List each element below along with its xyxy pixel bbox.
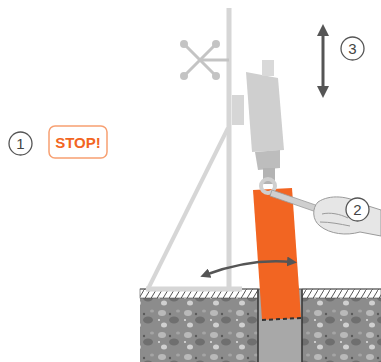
rotation-arrow [205,261,292,275]
stop-box: STOP! [48,125,108,159]
drill-motor [232,60,284,184]
drill-stand [146,8,242,291]
feed-arrow [322,30,325,92]
callout-number: 2 [353,201,361,218]
core-bit [253,188,301,320]
callout-number: 3 [348,40,356,57]
callout-number: 1 [16,135,24,152]
concrete-ground [140,289,381,362]
callout-number: 3 [340,36,365,61]
callout-number: 1 [8,131,33,156]
stop-text: STOP! [55,134,101,151]
wrench-and-hand [261,179,381,236]
callout-number: 2 [345,197,370,222]
